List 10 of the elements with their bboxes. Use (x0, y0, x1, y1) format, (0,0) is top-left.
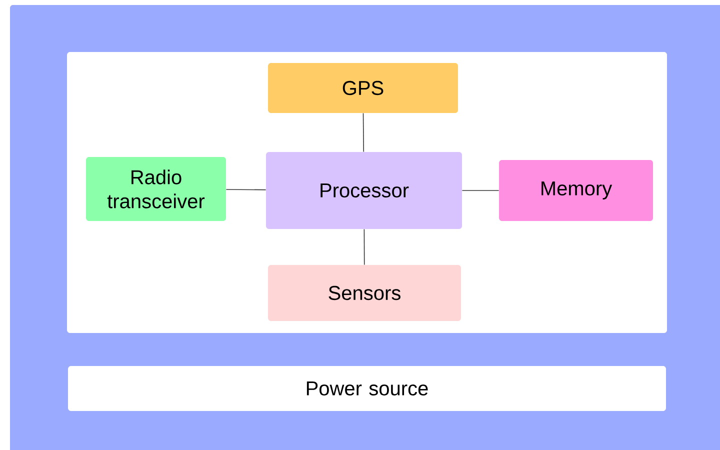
connector-line (226, 189, 266, 190)
connector-line (362, 112, 364, 152)
component-box: Radio transceiver (86, 157, 226, 221)
processor-box: Processor (266, 152, 462, 229)
power-source-box: Power source (68, 366, 666, 411)
connector-line (462, 190, 500, 191)
connector-line (364, 228, 365, 266)
component-box: Memory (499, 160, 653, 221)
component-box: Sensors (268, 265, 461, 321)
component-box: GPS (268, 63, 458, 113)
